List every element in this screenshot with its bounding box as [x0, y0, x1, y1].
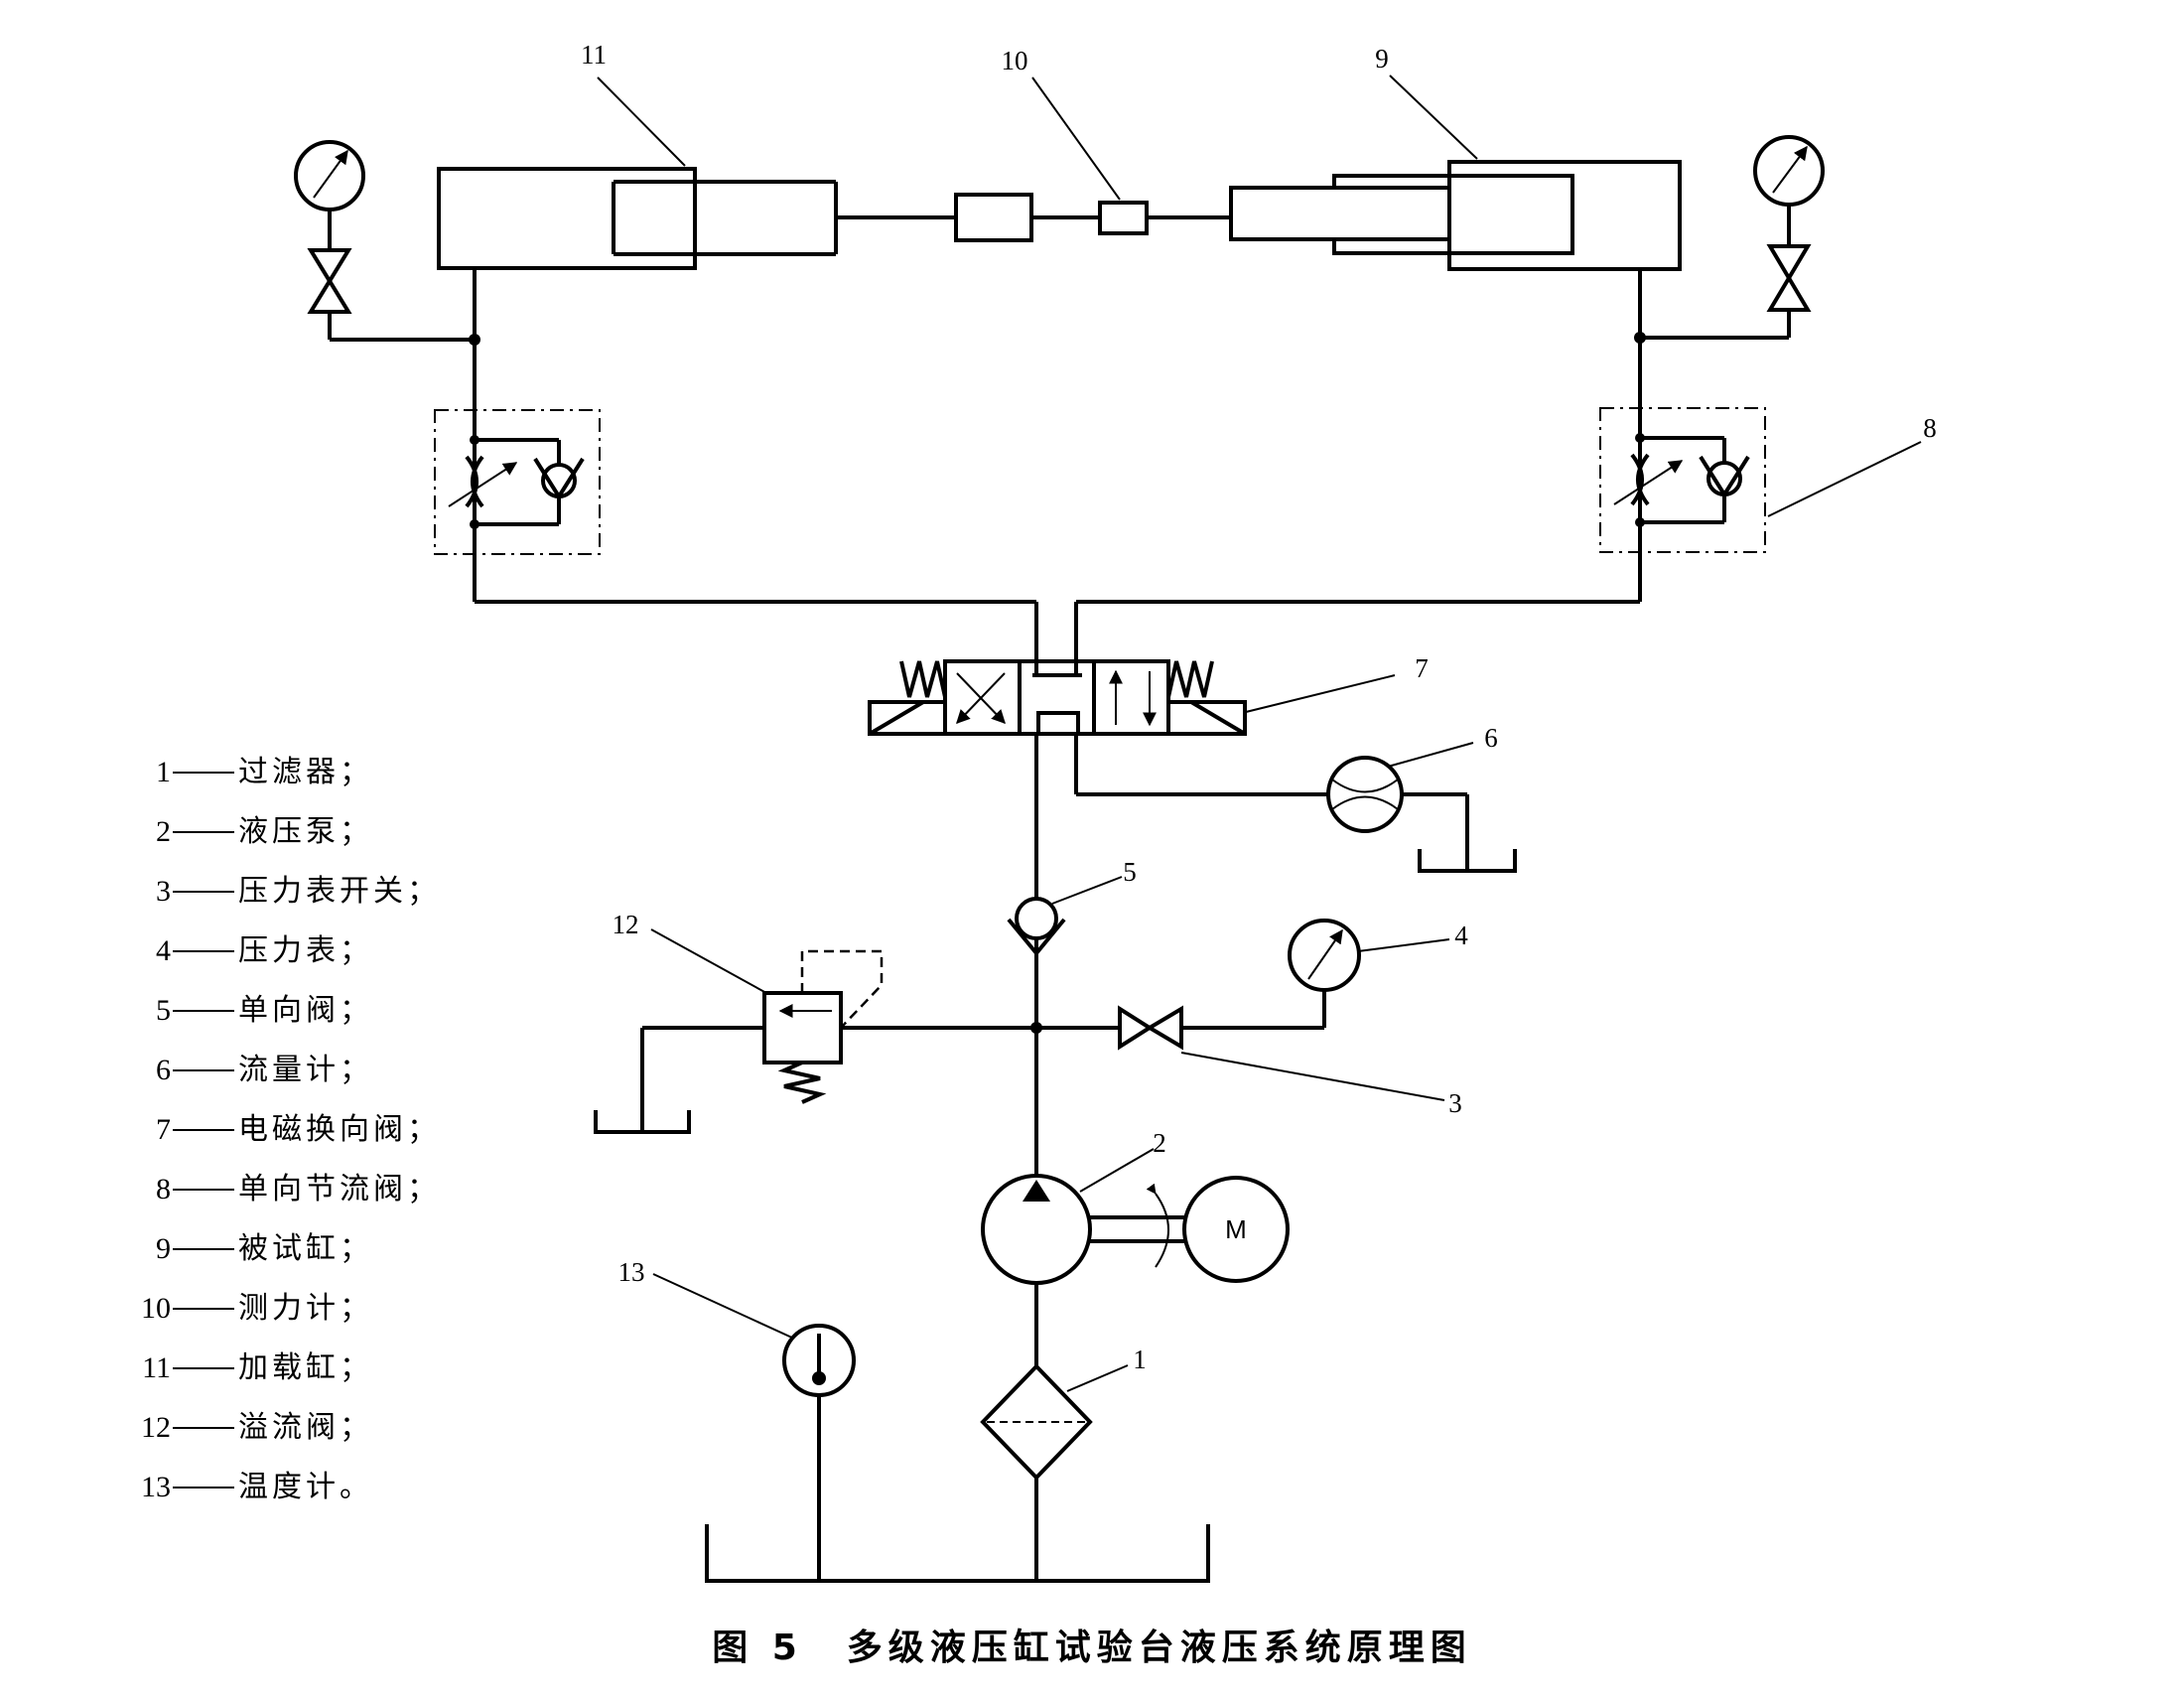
legend-num: 12 — [141, 1411, 171, 1444]
legend-item: 12 溢流阀； — [127, 1398, 441, 1458]
legend-item: 4 压力表； — [127, 921, 441, 981]
callout-11: 11 — [581, 40, 607, 70]
legend-num: 6 — [156, 1054, 171, 1086]
loading-cylinder — [437, 167, 838, 270]
legend-dash — [173, 1129, 234, 1131]
callout-8: 8 — [1923, 413, 1937, 443]
legend-item: 2 液压泵； — [127, 802, 441, 862]
legend-num: 9 — [156, 1232, 171, 1265]
callout-2: 2 — [1153, 1128, 1166, 1158]
legend-num: 5 — [156, 994, 171, 1027]
legend-num: 8 — [156, 1173, 171, 1205]
pressure-gauge — [1288, 919, 1361, 992]
legend-item: 13 温度计。 — [127, 1458, 441, 1517]
legend-dash — [173, 1010, 234, 1012]
legend-item: 1 过滤器； — [127, 743, 441, 802]
legend-dash — [173, 1069, 234, 1071]
callout-10: 10 — [1002, 46, 1028, 75]
legend-dash — [173, 772, 234, 774]
legend-name: 电磁换向阀； — [238, 1112, 441, 1147]
callout-6: 6 — [1484, 723, 1498, 753]
gauge-switch — [1118, 990, 1326, 1051]
callout-4: 4 — [1454, 921, 1468, 950]
legend-name: 单向节流阀； — [238, 1172, 441, 1206]
right-pressure-gauge — [1753, 135, 1825, 246]
legend-dash — [173, 891, 234, 893]
legend-name: 被试缸； — [238, 1231, 373, 1266]
callout-12: 12 — [613, 910, 639, 939]
right-gauge-switch — [1766, 244, 1812, 312]
left-pressure-gauge — [294, 140, 365, 250]
test-cylinder — [1229, 160, 1682, 271]
legend-dash — [173, 1367, 234, 1369]
legend-item: 3 压力表开关； — [127, 862, 441, 921]
legend-item: 6 流量计； — [127, 1041, 441, 1100]
legend-num: 4 — [156, 934, 171, 967]
motor-label: M — [1225, 1214, 1247, 1244]
legend-dash — [173, 1308, 234, 1310]
legend-name: 流量计； — [238, 1053, 373, 1087]
legend-item: 7 电磁换向阀； — [127, 1100, 441, 1160]
figure-label: 图 5 — [712, 1628, 803, 1668]
right-throttle-check-valve — [1599, 407, 1766, 553]
left-gauge-switch — [307, 248, 352, 314]
callout-7: 7 — [1415, 653, 1429, 683]
callout-5: 5 — [1123, 857, 1137, 887]
legend-name: 温度计。 — [238, 1470, 373, 1504]
legend-name: 单向阀； — [238, 993, 373, 1028]
legend-dash — [173, 831, 234, 833]
left-throttle-check-valve — [434, 409, 601, 555]
callout-13: 13 — [618, 1257, 645, 1287]
legend-item: 9 被试缸； — [127, 1219, 441, 1279]
legend-name: 压力表； — [238, 933, 373, 968]
legend-name: 压力表开关； — [238, 874, 441, 909]
legend-item: 5 单向阀； — [127, 981, 441, 1041]
legend-num: 11 — [142, 1351, 171, 1384]
filter — [980, 1363, 1093, 1481]
force-meter — [836, 193, 1231, 242]
figure-caption: 图 5 多级液压缸试验台液压系统原理图 — [0, 1619, 2184, 1670]
callout-1: 1 — [1133, 1345, 1147, 1374]
legend-item: 10 测力计； — [127, 1279, 441, 1339]
legend-name: 加载缸； — [238, 1350, 373, 1385]
relief-valve — [594, 949, 884, 1134]
legend-num: 1 — [156, 756, 171, 788]
legend-item: 11 加载缸； — [127, 1339, 441, 1398]
electric-motor: M — [1182, 1176, 1290, 1283]
legend-name: 测力计； — [238, 1291, 373, 1326]
legend-dash — [173, 950, 234, 952]
legend-name: 过滤器； — [238, 755, 373, 789]
legend-num: 7 — [156, 1113, 171, 1146]
callout-numbers: 11 10 9 8 7 6 5 4 3 2 1 12 13 — [581, 40, 1937, 1374]
callout-leaders — [597, 74, 1922, 1392]
check-valve — [1007, 897, 1066, 955]
solenoid-directional-valve — [868, 659, 1247, 736]
legend-name: 液压泵； — [238, 814, 373, 849]
hydraulic-pump — [981, 1174, 1184, 1285]
figure-title: 多级液压缸试验台液压系统原理图 — [846, 1628, 1472, 1668]
legend-num: 13 — [141, 1471, 171, 1503]
callout-3: 3 — [1448, 1088, 1462, 1118]
legend-dash — [173, 1487, 234, 1488]
component-legend: 1 过滤器； 2 液压泵； 3 压力表开关； 4 压力表； 5 单向阀； 6 流量计； 7 电… — [127, 743, 441, 1517]
legend-dash — [173, 1427, 234, 1429]
legend-num: 2 — [156, 815, 171, 848]
legend-dash — [173, 1189, 234, 1191]
legend-num: 10 — [141, 1292, 171, 1325]
oil-tank — [705, 1524, 1210, 1583]
legend-dash — [173, 1248, 234, 1250]
legend-item: 8 单向节流阀； — [127, 1160, 441, 1219]
legend-name: 溢流阀； — [238, 1410, 373, 1445]
callout-9: 9 — [1375, 44, 1389, 73]
legend-num: 3 — [156, 875, 171, 908]
flow-meter — [1076, 756, 1517, 873]
thermometer — [782, 1324, 856, 1581]
